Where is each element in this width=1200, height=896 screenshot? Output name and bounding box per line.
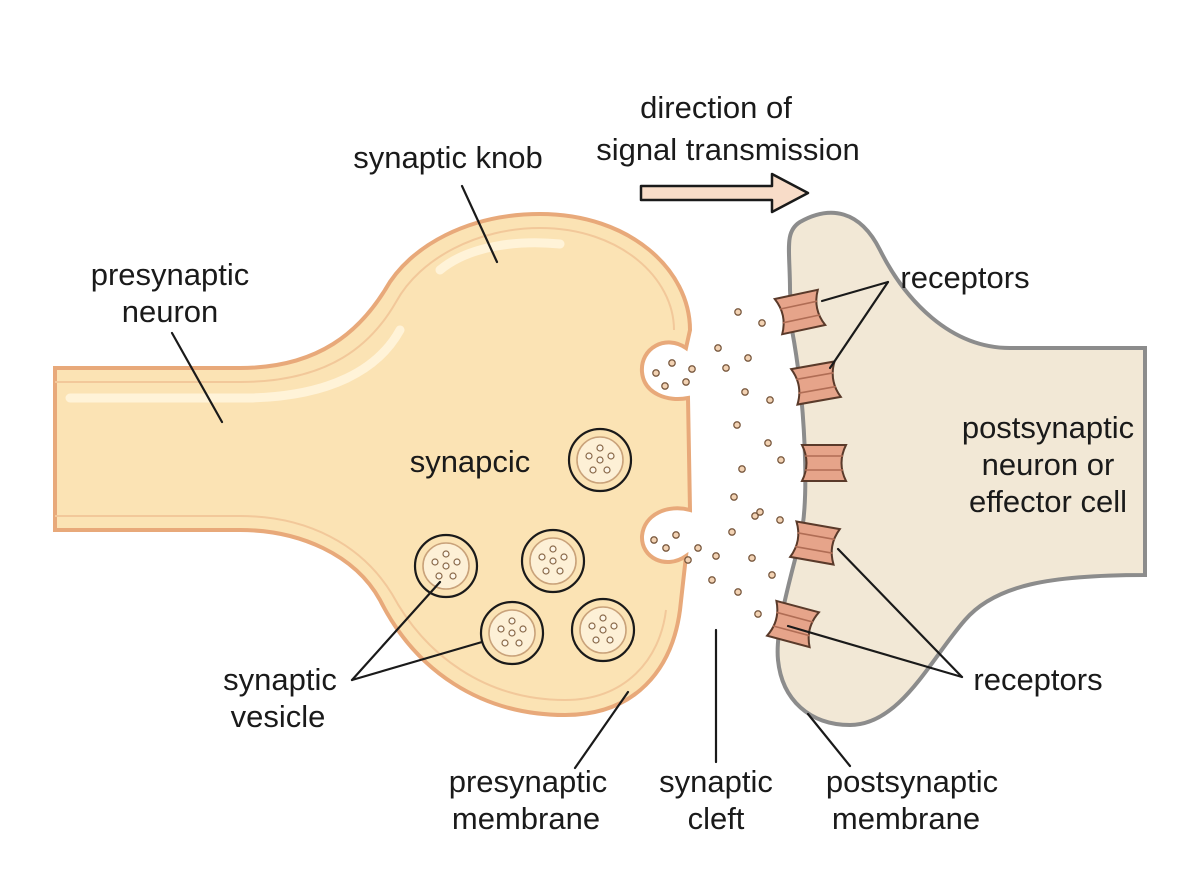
neurotransmitter-particle	[728, 528, 736, 536]
presynaptic-neuron-label-line1: presynaptic	[91, 257, 250, 292]
synaptic-cleft-label-line1: synaptic	[659, 764, 773, 799]
neurotransmitter-particle	[662, 544, 670, 552]
direction-label-line1: direction of	[640, 90, 792, 125]
receptors	[765, 288, 848, 649]
neurotransmitter-particle	[734, 308, 742, 316]
presynaptic-neuron-label-line2: neuron	[122, 294, 219, 329]
synapcic-label: synapcic	[410, 444, 531, 479]
neurotransmitter-particle	[777, 456, 785, 464]
neurotransmitter-particle	[741, 388, 749, 396]
neurotransmitter-particle	[650, 536, 658, 544]
synaptic-knob-label: synaptic knob	[353, 140, 543, 175]
neurotransmitter-particle	[708, 576, 716, 584]
receptor	[788, 520, 842, 566]
presynaptic-inner-membrane	[55, 226, 675, 702]
neurotransmitter-particle	[684, 556, 692, 564]
neurotransmitter-particle	[734, 588, 742, 596]
neurotransmitter-particle	[682, 378, 690, 386]
receptor	[765, 599, 821, 649]
neurotransmitter-particle	[754, 610, 762, 618]
neurotransmitter-particle	[672, 531, 680, 539]
synaptic-vesicle-label-line1: synaptic	[223, 662, 337, 697]
direction-arrow	[639, 172, 810, 214]
neurotransmitter-particle	[748, 554, 756, 562]
postsynaptic-cell-label-line3: effector cell	[969, 484, 1127, 519]
synaptic-vesicle	[567, 427, 633, 493]
synaptic-vesicle	[570, 597, 636, 663]
neurotransmitter-particle	[766, 396, 774, 404]
neurotransmitter-particle	[652, 369, 660, 377]
neurotransmitter-particle	[744, 354, 752, 362]
receptor	[789, 360, 843, 406]
postsynaptic-membrane-label-line2: membrane	[832, 801, 980, 836]
synaptic-vesicle	[413, 533, 479, 599]
synaptic-vesicle	[479, 600, 545, 666]
neurotransmitter-particle	[712, 552, 720, 560]
receptor	[772, 288, 828, 336]
neurotransmitter-particle	[756, 508, 764, 516]
presynaptic-membrane-label-line1: presynaptic	[449, 764, 608, 799]
synaptic-vesicles	[413, 427, 636, 666]
neurotransmitter-particle	[733, 421, 741, 429]
neurotransmitter-particle	[688, 365, 696, 373]
synaptic-vesicle	[520, 528, 586, 594]
neurotransmitter-particle	[714, 344, 722, 352]
postsynaptic-cell-label-line2: neuron or	[982, 447, 1115, 482]
postsynaptic-cell-label-line1: postsynaptic	[962, 410, 1134, 445]
neurotransmitter-particle	[738, 465, 746, 473]
neurotransmitter-particle	[751, 512, 759, 520]
receptor	[800, 444, 848, 482]
neurotransmitter-particles	[650, 308, 785, 618]
neurotransmitter-particle	[722, 364, 730, 372]
neurotransmitter-particle	[661, 382, 669, 390]
presynaptic-neuron	[53, 211, 693, 718]
presynaptic-membrane-label-line2: membrane	[452, 801, 600, 836]
neurotransmitter-particle	[694, 544, 702, 552]
receptors-bottom-label: receptors	[973, 662, 1102, 697]
presynaptic-highlight	[65, 238, 565, 403]
synaptic-cleft-label-line2: cleft	[688, 801, 745, 836]
neurotransmitter-particle	[776, 516, 784, 524]
neurotransmitter-particle	[764, 439, 772, 447]
receptors-top-label: receptors	[900, 260, 1029, 295]
direction-label-line2: signal transmission	[596, 132, 860, 167]
neurotransmitter-particle	[768, 571, 776, 579]
neurotransmitter-particle	[730, 493, 738, 501]
leader-lines	[170, 184, 964, 770]
neurotransmitter-particle	[668, 359, 676, 367]
neurotransmitter-particle	[758, 319, 766, 327]
synaptic-vesicle-label-line2: vesicle	[231, 699, 326, 734]
postsynaptic-membrane-label-line1: postsynaptic	[826, 764, 998, 799]
